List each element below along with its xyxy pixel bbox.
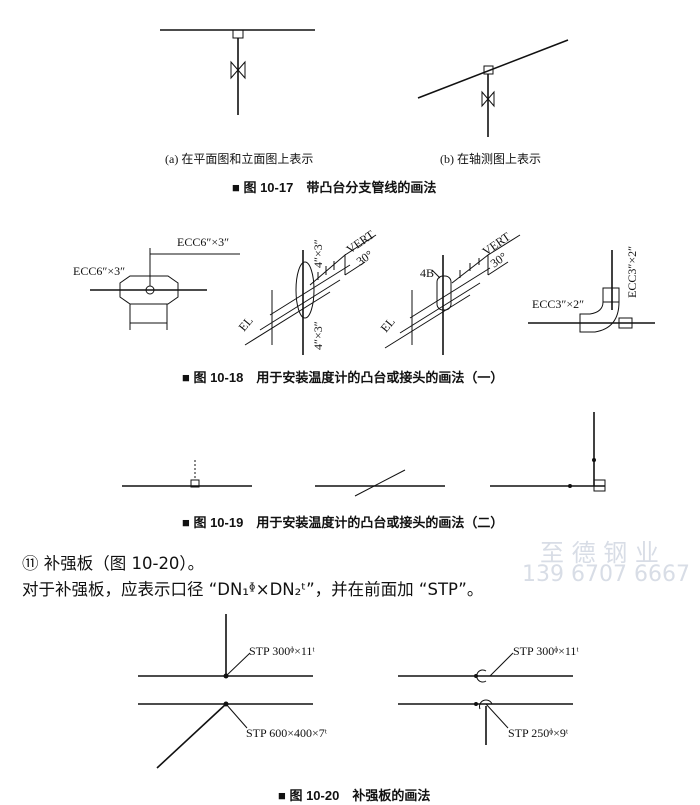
fig17-sub-b: (b) 在轴测图上表示 [440, 151, 541, 166]
figure-10-17b [417, 39, 569, 137]
figure-10-20 [138, 614, 573, 769]
label-4x3-top: 4″×3″ [311, 239, 325, 268]
watermark-name: 至 德 钢 业 [540, 539, 659, 567]
label-ecc-left: ECC6″×3″ [73, 264, 125, 278]
label-el-2: EL [378, 315, 398, 335]
label-el: EL [236, 314, 256, 334]
label-4x3-bottom: 4″×3″ [311, 321, 325, 350]
figure-10-17a [160, 29, 315, 115]
label-4b: 4B [420, 266, 434, 280]
fig18-caption: ■ 图 10-18 用于安装温度计的凸台或接头的画法（一） [182, 370, 503, 385]
valve-icon [230, 60, 246, 80]
fig19-caption: ■ 图 10-19 用于安装温度计的凸台或接头的画法（二） [182, 515, 503, 530]
label-ecc3-horizontal: ECC3″×2″ [532, 297, 584, 311]
watermark-phone: 139 6707 6667 [522, 562, 690, 587]
label-stp-4: STP 250ᶲ×9ᵗ [508, 726, 569, 740]
label-ecc3-vertical: ECC3″×2″ [625, 246, 639, 298]
figure-10-19 [122, 412, 606, 497]
fig20-caption: ■ 图 10-20 补强板的画法 [278, 788, 430, 803]
label-stp-2: STP 600×400×7ᵗ [246, 726, 328, 740]
label-stp-1: STP 300ᶲ×11ᵗ [249, 644, 315, 658]
valve-icon [481, 90, 495, 108]
figure-10-18 [90, 234, 655, 355]
fig17-caption: ■ 图 10-17 带凸台分支管线的画法 [232, 180, 436, 195]
section-heading: ⑪ 补强板（图 10-20）。 [22, 554, 205, 573]
label-ecc-top: ECC6″×3″ [177, 235, 229, 249]
label-stp-3: STP 300ᶲ×11ᵗ [513, 644, 579, 658]
body-paragraph: 对于补强板，应表示口径 “DN₁ᶲ×DN₂ᵗ”，并在前面加 “STP”。 [22, 580, 484, 599]
fig17-sub-a: (a) 在平面图和立面图上表示 [165, 151, 313, 166]
